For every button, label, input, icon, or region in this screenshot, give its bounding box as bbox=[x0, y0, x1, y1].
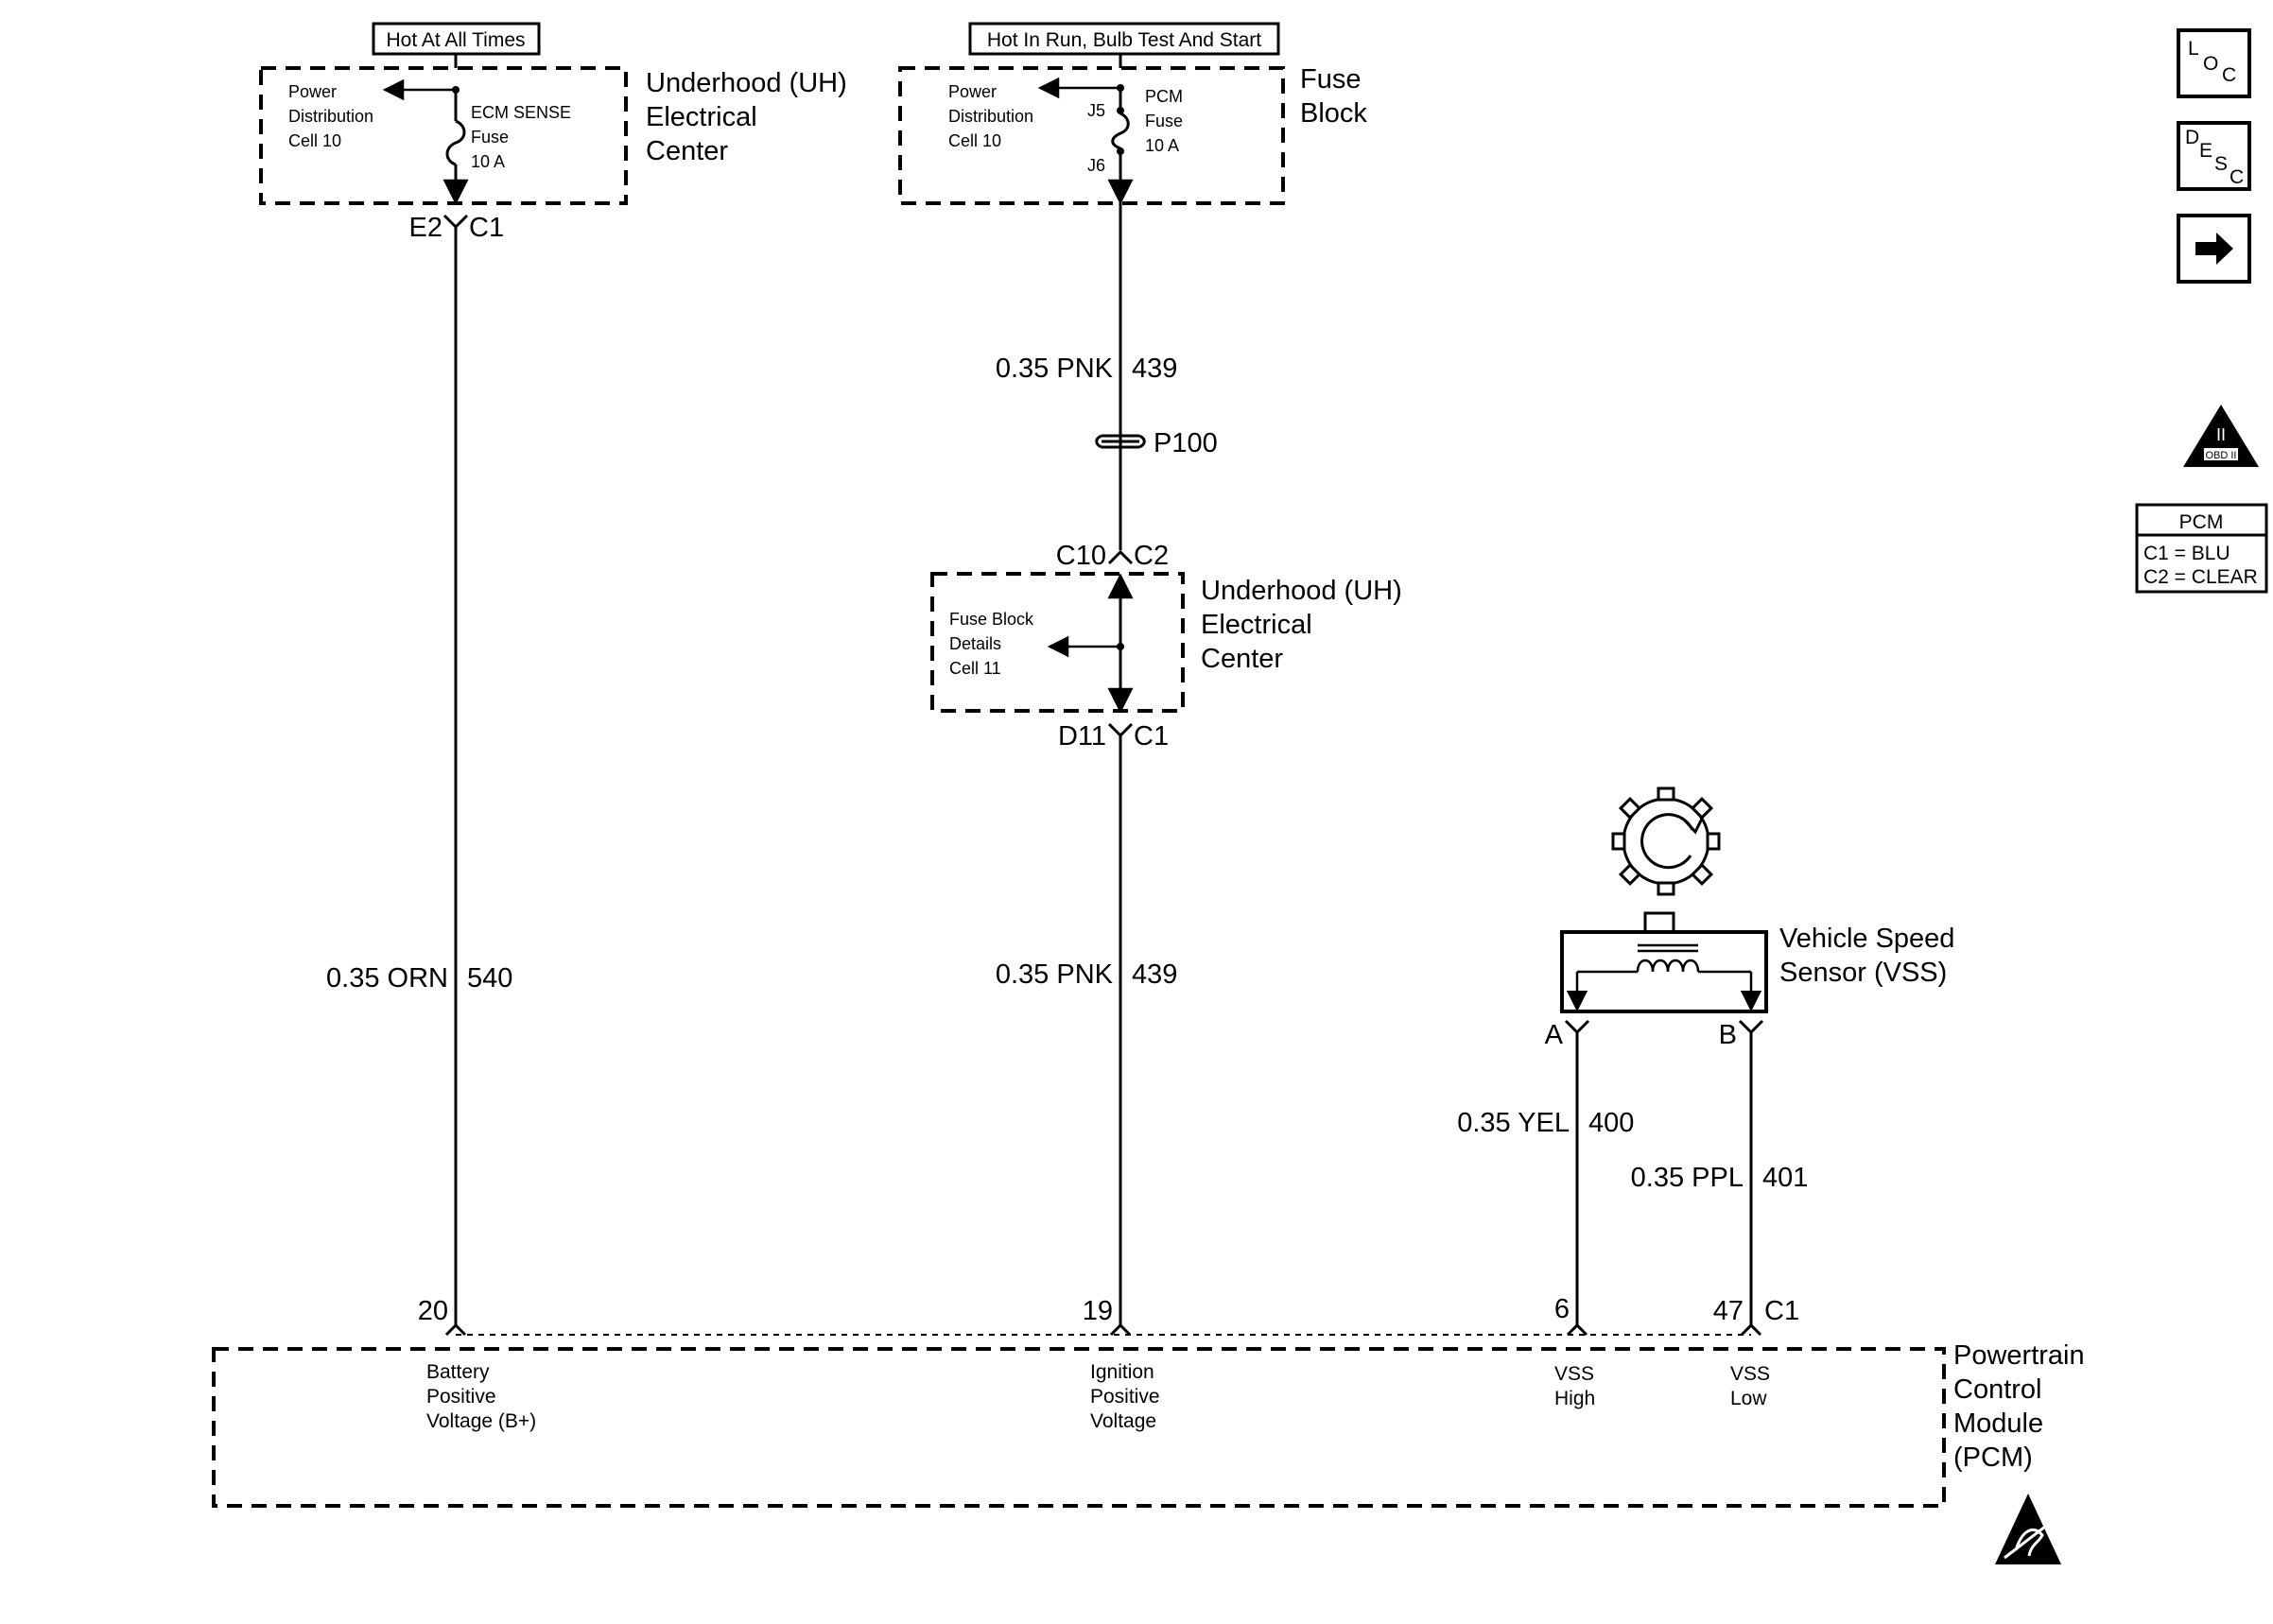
svg-text:L: L bbox=[2188, 38, 2199, 60]
pcm-input-ignition: Ignition Positive Voltage bbox=[1090, 1361, 1165, 1432]
vss-title: Vehicle Speed Sensor (VSS) bbox=[1779, 924, 1963, 988]
wire-439-upper-circuit: 439 bbox=[1132, 354, 1177, 384]
obd-ii-roman: II bbox=[2216, 425, 2226, 444]
ecm-sense-fuse-label: ECM SENSE Fuse 10 A bbox=[471, 103, 576, 171]
hot-in-run-box bbox=[968, 22, 1280, 56]
uh-left-group: Hot At All Times Power Distribution Cell… bbox=[259, 22, 855, 1325]
right-arrow-icon bbox=[2195, 233, 2233, 265]
esd-sensitive-icon bbox=[1995, 1494, 2061, 1564]
pcm-input-vss-high: VSS High bbox=[1554, 1363, 1600, 1409]
pcm-title: Powertrain Control Module (PCM) bbox=[1953, 1340, 2092, 1473]
vss-coil-symbol bbox=[1566, 943, 1762, 1012]
connector-e2-label: E2 bbox=[409, 213, 442, 243]
svg-text:O: O bbox=[2203, 53, 2218, 75]
fuse-block-group: Hot In Run, Bulb Test And Start Power Di… bbox=[898, 22, 1410, 1325]
pcm-legend-title: PCM bbox=[2179, 511, 2224, 533]
loc-button[interactable]: L O C bbox=[2177, 28, 2251, 98]
uh-mid-box bbox=[930, 572, 1185, 713]
pcm-pin-19-symbol bbox=[1109, 1322, 1132, 1337]
power-dist-text-left: Power Distribution Cell 10 bbox=[288, 82, 378, 150]
pcm-connector-c1-label: C1 bbox=[1764, 1296, 1799, 1326]
vss-pin-b-label: B bbox=[1719, 1020, 1737, 1050]
obd-ii-label: OBD II bbox=[2205, 450, 2236, 461]
wire-401-gauge: 0.35 PPL bbox=[1631, 1163, 1744, 1193]
connector-c10-c2-symbol bbox=[1107, 549, 1134, 565]
svg-text:C: C bbox=[2230, 166, 2244, 188]
vss-pin-a-label: A bbox=[1545, 1020, 1564, 1050]
pcm-box bbox=[212, 1347, 1946, 1508]
splice-p100-label: P100 bbox=[1154, 428, 1218, 458]
wire-400-gauge: 0.35 YEL bbox=[1457, 1108, 1570, 1138]
connector-d11-label: D11 bbox=[1058, 721, 1106, 752]
hot-at-all-times-label: Hot At All Times bbox=[386, 29, 525, 51]
pcm-pin-20-symbol bbox=[444, 1322, 467, 1337]
vss-pin-a-symbol bbox=[1564, 1019, 1590, 1035]
pcm-input-battery: Battery Positive Voltage (B+) bbox=[426, 1361, 536, 1432]
pin-j5-label: J5 bbox=[1087, 101, 1105, 120]
pcm-pin-6-label: 6 bbox=[1554, 1294, 1570, 1324]
pin-j5-dot bbox=[1117, 107, 1124, 114]
pcm-pin-20-label: 20 bbox=[418, 1296, 448, 1326]
pcm-group: 20 19 6 47 C1 Battery Positive Voltage (… bbox=[212, 1294, 2092, 1564]
connector-e2-c1-symbol bbox=[442, 214, 469, 230]
connector-c10-label: C10 bbox=[1056, 541, 1106, 571]
pcm-connector-legend: PCM C1 = BLU C2 = CLEAR bbox=[2135, 503, 2268, 594]
wire-540-circuit: 540 bbox=[467, 963, 512, 993]
hot-in-run-label: Hot In Run, Bulb Test And Start bbox=[987, 29, 1261, 51]
pcm-pin-19-label: 19 bbox=[1083, 1296, 1113, 1326]
pcm-fuse-label: PCM Fuse 10 A bbox=[1145, 87, 1188, 155]
wire-401-circuit: 401 bbox=[1762, 1163, 1808, 1193]
fuse-symbol-left bbox=[445, 119, 466, 166]
pcm-pin-47-label: 47 bbox=[1713, 1296, 1744, 1326]
pcm-legend-row1: C1 = BLU bbox=[2143, 543, 2230, 564]
pin-j6-label: J6 bbox=[1087, 156, 1105, 175]
vss-group: Vehicle Speed Sensor (VSS) A B 0.35 YEL … bbox=[1457, 786, 1963, 1325]
uh-left-title: Underhood (UH) Electrical Center bbox=[646, 68, 855, 166]
connector-d11-c1-symbol bbox=[1107, 722, 1134, 738]
splice-p100-symbol bbox=[1095, 434, 1146, 449]
fuse-symbol-mid bbox=[1111, 112, 1130, 150]
connector-c1-label-mid: C1 bbox=[1134, 721, 1169, 752]
connector-c2-label: C2 bbox=[1134, 541, 1169, 571]
pcm-pin-47-symbol bbox=[1740, 1322, 1762, 1337]
next-arrow-button[interactable] bbox=[2177, 214, 2251, 284]
vss-pin-b-symbol bbox=[1738, 1019, 1764, 1035]
fuse-block-details-text: Fuse Block Details Cell 11 bbox=[949, 610, 1038, 678]
svg-text:C: C bbox=[2222, 64, 2236, 86]
svg-text:E: E bbox=[2199, 140, 2212, 162]
uh-left-box bbox=[259, 66, 628, 205]
svg-text:S: S bbox=[2214, 153, 2228, 175]
fuse-block-box bbox=[898, 66, 1285, 205]
uh-mid-title: Underhood (UH) Electrical Center bbox=[1201, 576, 1410, 674]
pcm-pin-6-symbol bbox=[1566, 1322, 1588, 1337]
pcm-legend-row2: C2 = CLEAR bbox=[2143, 566, 2258, 588]
fuse-block-title: Fuse Block bbox=[1300, 64, 1369, 129]
wire-439-lower-circuit: 439 bbox=[1132, 959, 1177, 990]
desc-button[interactable]: D E S C bbox=[2177, 121, 2251, 191]
svg-text:D: D bbox=[2185, 127, 2199, 148]
connector-c1-label-left: C1 bbox=[469, 213, 504, 243]
wire-400-circuit: 400 bbox=[1588, 1108, 1634, 1138]
pcm-input-vss-low: VSS Low bbox=[1730, 1363, 1776, 1409]
power-dist-text-mid: Power Distribution Cell 10 bbox=[948, 82, 1038, 150]
obd-ii-icon: II OBD II bbox=[2183, 405, 2259, 467]
wire-540-gauge: 0.35 ORN bbox=[326, 963, 448, 993]
wire-439-lower-gauge: 0.35 PNK bbox=[996, 959, 1114, 990]
rotating-gear-icon bbox=[1611, 786, 1721, 896]
vss-sensor-nub bbox=[1643, 911, 1675, 934]
wire-439-upper-gauge: 0.35 PNK bbox=[996, 354, 1114, 384]
